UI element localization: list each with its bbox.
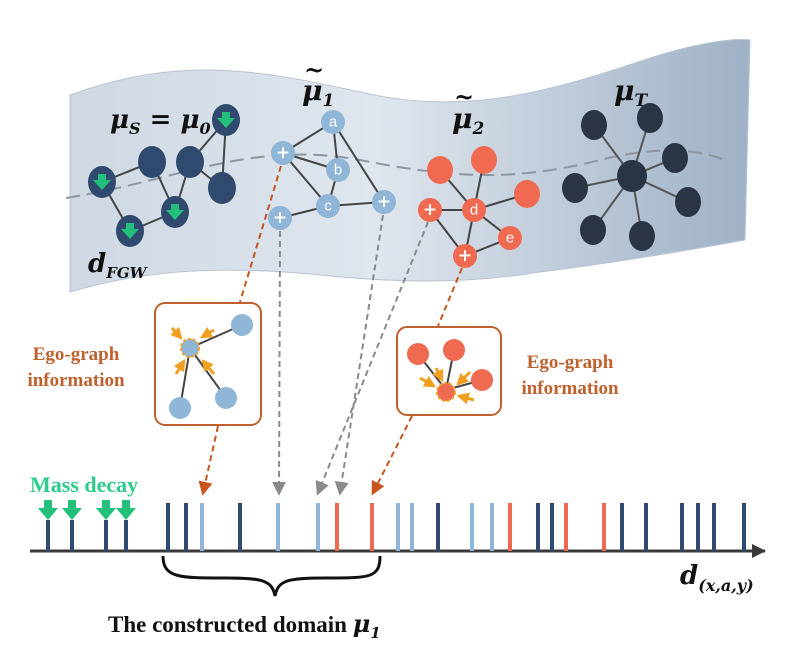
node [407, 343, 429, 365]
plus-icon: + [377, 192, 391, 212]
node [662, 143, 688, 173]
mass-decay-arrows [38, 500, 136, 520]
node [514, 180, 540, 208]
label-mu-1-tilde-mark: ~ [304, 55, 324, 84]
down-arrow-icon [62, 500, 82, 520]
plus-icon: + [423, 200, 437, 220]
constructed-domain-caption: The constructed domain μ1 [108, 609, 381, 642]
ego-graph-label-left-2: information [27, 370, 125, 391]
node [215, 387, 237, 409]
ego-center-node [180, 338, 200, 358]
node-label-a: a [329, 114, 338, 131]
node-label-e: e [506, 230, 514, 247]
node-center [617, 160, 647, 192]
node-label-c: c [324, 198, 332, 215]
aggregate-arrow-icon [456, 370, 472, 386]
axis-arrow-icon [752, 544, 766, 558]
dashed-arrow-gray [334, 214, 384, 496]
node [169, 397, 191, 419]
down-arrow-icon [121, 223, 139, 239]
plus-icon: + [276, 143, 290, 163]
aggregate-arrow-icon [170, 326, 183, 340]
label-mu-1: μ1 [302, 74, 334, 111]
ego-graph-label-right: Ego-graph [527, 352, 614, 373]
ego-graph-box-left [154, 302, 262, 426]
graph-mu-t [562, 103, 701, 251]
node-plus [372, 190, 396, 214]
node [580, 215, 606, 245]
node [176, 146, 204, 178]
aggregate-arrow-icon [201, 359, 216, 375]
down-arrow-icon [96, 500, 116, 520]
node-b [326, 158, 350, 182]
graph-mu-2: + d e + [418, 146, 540, 268]
node-c [316, 194, 340, 218]
ego-graph-label-right-2: information [521, 378, 619, 399]
node-e [498, 226, 522, 250]
dashed-arrow-orange [239, 165, 282, 303]
label-mu-t: μT [614, 74, 649, 111]
dashed-arrow-gray [272, 230, 287, 496]
node [562, 173, 588, 203]
node [231, 314, 253, 336]
node-d [462, 198, 486, 222]
label-d-axis: d(x,a,y) [680, 561, 754, 595]
mass-decay-label: Mass decay [30, 472, 138, 497]
node [637, 103, 663, 133]
dashed-arrow-orange [198, 425, 219, 496]
node [138, 146, 166, 178]
node [471, 146, 497, 174]
curly-brace [161, 555, 382, 597]
aggregate-arrow-icon [456, 392, 475, 405]
plus-icon: + [458, 246, 472, 266]
label-mu-s: μS = μ0 [110, 105, 211, 138]
node-label-b: b [334, 162, 342, 179]
node [629, 221, 655, 251]
label-mu-2: μ2 [452, 102, 485, 139]
node [427, 156, 453, 184]
down-arrow-icon [38, 500, 58, 520]
plus-icon: + [273, 208, 287, 228]
graph-mu-1: + a b c + + [268, 110, 396, 230]
label-mu-2-tilde-mark: ~ [454, 82, 474, 111]
ego-center-node [436, 382, 456, 402]
node-plus [271, 141, 295, 165]
aggregate-arrow-icon [199, 326, 215, 339]
node [581, 110, 607, 140]
aggregate-arrow-icon [419, 376, 437, 388]
aggregate-arrow-icon [173, 358, 186, 375]
node [443, 339, 465, 361]
dashed-arrow-gray [315, 221, 429, 496]
node [471, 369, 493, 391]
aggregate-arrow-icon [432, 367, 444, 383]
down-arrow-icon [116, 500, 136, 520]
node-plus [453, 244, 477, 268]
axis-ticks [46, 503, 746, 551]
node-plus [268, 206, 292, 230]
node-a [321, 110, 345, 134]
label-d-fgw: dFGW [88, 249, 149, 282]
down-arrow-icon [166, 204, 184, 220]
graph-mu-s [88, 104, 240, 247]
node-label-d: d [470, 202, 478, 219]
down-arrow-icon [93, 174, 111, 190]
ego-graph-box-right [396, 326, 502, 416]
ego-graph-label-left: Ego-graph [33, 344, 120, 365]
node [208, 172, 236, 204]
node-plus [418, 198, 442, 222]
dashed-arrow-orange [437, 267, 463, 327]
node [675, 187, 701, 217]
manifold-band [69, 39, 751, 293]
dashed-arrow-orange [371, 415, 413, 496]
down-arrow-icon [217, 112, 235, 128]
